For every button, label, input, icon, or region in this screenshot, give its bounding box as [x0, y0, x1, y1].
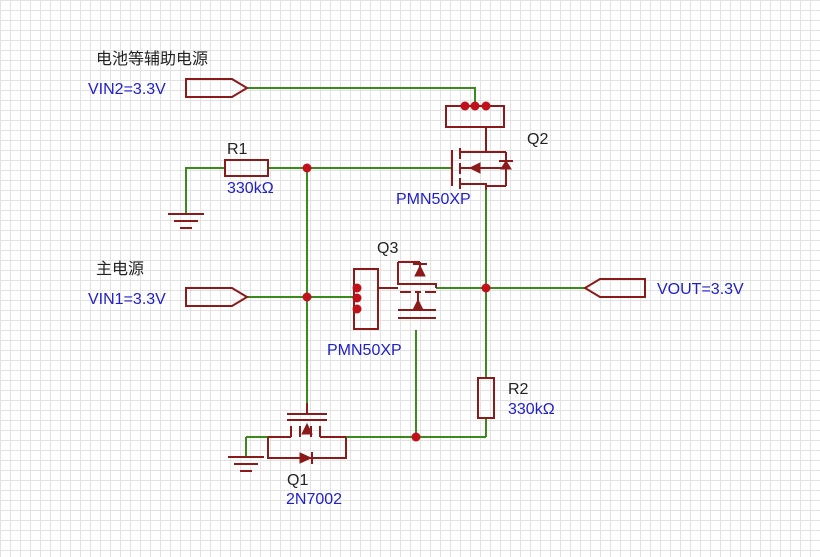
vin2-label: VIN2=3.3V: [88, 81, 166, 98]
vin1-label: VIN1=3.3V: [88, 291, 166, 308]
junction-dot: [352, 304, 362, 314]
q1-mosfet-symbol: [267, 403, 347, 464]
resistor-r2-body: [477, 377, 495, 419]
vout-flag: [583, 278, 646, 298]
q1-ref: Q1: [287, 472, 308, 489]
text-labels: 电池等辅助电源 VIN2=3.3V R1 330kΩ Q2 PMN50XP 主电…: [88, 50, 744, 508]
wire-vin2: [247, 87, 476, 106]
junction-dot: [481, 101, 491, 111]
junction-dot: [481, 283, 491, 293]
ground-symbol-r1: [168, 213, 204, 229]
vin1-flag: [185, 287, 249, 307]
junction-dot: [460, 101, 470, 111]
net-flags: [185, 78, 646, 307]
junction-dot: [302, 292, 312, 302]
junction-dot: [352, 283, 362, 293]
main-supply-title: 主电源: [96, 260, 144, 278]
junction-dot: [302, 163, 312, 173]
junctions: [302, 101, 491, 442]
resistor-r1-body: [224, 159, 269, 177]
wire-q1-gnd: [245, 436, 268, 456]
r1-ref: R1: [227, 141, 248, 158]
vout-label: VOUT=3.3V: [657, 281, 744, 298]
q3-mosfet-symbol: [353, 261, 437, 330]
q1-part: 2N7002: [286, 491, 342, 508]
q3-part: PMN50XP: [327, 342, 402, 359]
r1-value: 330kΩ: [227, 180, 274, 197]
q3-ref: Q3: [377, 240, 398, 257]
q2-ref: Q2: [527, 131, 548, 148]
r2-value: 330kΩ: [508, 401, 555, 418]
q2-part: PMN50XP: [396, 191, 471, 208]
junction-dot: [470, 101, 480, 111]
wire-r1-gnd: [185, 167, 225, 213]
junction-dot: [411, 432, 421, 442]
junction-dot: [352, 293, 362, 303]
vin2-flag: [185, 78, 249, 98]
aux-supply-title: 电池等辅助电源: [96, 50, 208, 68]
r2-ref: R2: [508, 381, 529, 398]
ground-symbol-q1: [228, 456, 264, 472]
q2-mosfet-symbol: [445, 105, 513, 190]
